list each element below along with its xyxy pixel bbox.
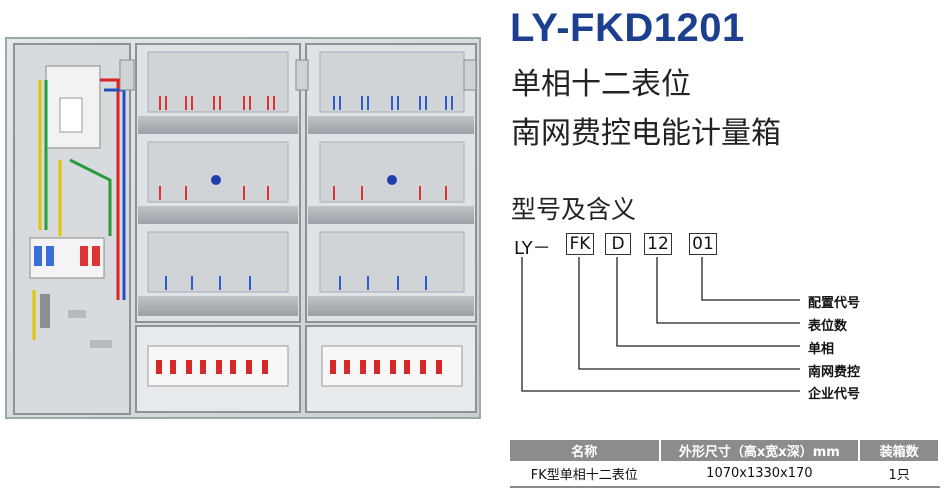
code-segment-01: 01 bbox=[689, 233, 717, 255]
subtitle-line-2: 南网费控电能计量箱 bbox=[511, 116, 781, 151]
legend-company-code: 企业代号 bbox=[808, 387, 861, 402]
cell-name: FK型单相十二表位 bbox=[510, 461, 661, 484]
header-dimensions: 外形尺寸（高x宽x深）mm bbox=[659, 440, 861, 462]
model-title: LY-FKD1201 bbox=[510, 6, 745, 50]
legend-meter-count: 表位数 bbox=[808, 319, 848, 334]
cell-dimensions: 1070x1330x170 bbox=[659, 461, 861, 484]
meter-compartments bbox=[135, 43, 477, 323]
header-name: 名称 bbox=[510, 440, 661, 462]
wiring-compartment bbox=[13, 43, 131, 415]
code-segment-12: 12 bbox=[644, 233, 672, 255]
spec-table-header: 名称 外形尺寸（高x宽x深）mm 装箱数 bbox=[510, 440, 940, 462]
code-prefix: LY－ bbox=[514, 238, 551, 259]
model-meaning-heading: 型号及含义 bbox=[511, 195, 637, 224]
legend-prepaid-control: 南网费控 bbox=[808, 365, 861, 380]
breaker-compartments bbox=[135, 325, 477, 413]
header-packing: 装箱数 bbox=[859, 440, 940, 462]
product-photo bbox=[5, 37, 481, 419]
table-bottom-rule bbox=[510, 486, 940, 488]
legend-config-code: 配置代号 bbox=[808, 296, 861, 311]
spec-table: 名称 外形尺寸（高x宽x深）mm 装箱数 FK型单相十二表位 1070x1330… bbox=[510, 440, 940, 484]
cell-packing: 1只 bbox=[859, 461, 940, 484]
legend-single-phase: 单相 bbox=[808, 342, 835, 357]
code-segment-fk: FK bbox=[566, 233, 594, 255]
table-row: FK型单相十二表位 1070x1330x170 1只 bbox=[510, 461, 940, 484]
code-segment-d: D bbox=[605, 233, 631, 255]
subtitle-line-1: 单相十二表位 bbox=[511, 67, 691, 102]
